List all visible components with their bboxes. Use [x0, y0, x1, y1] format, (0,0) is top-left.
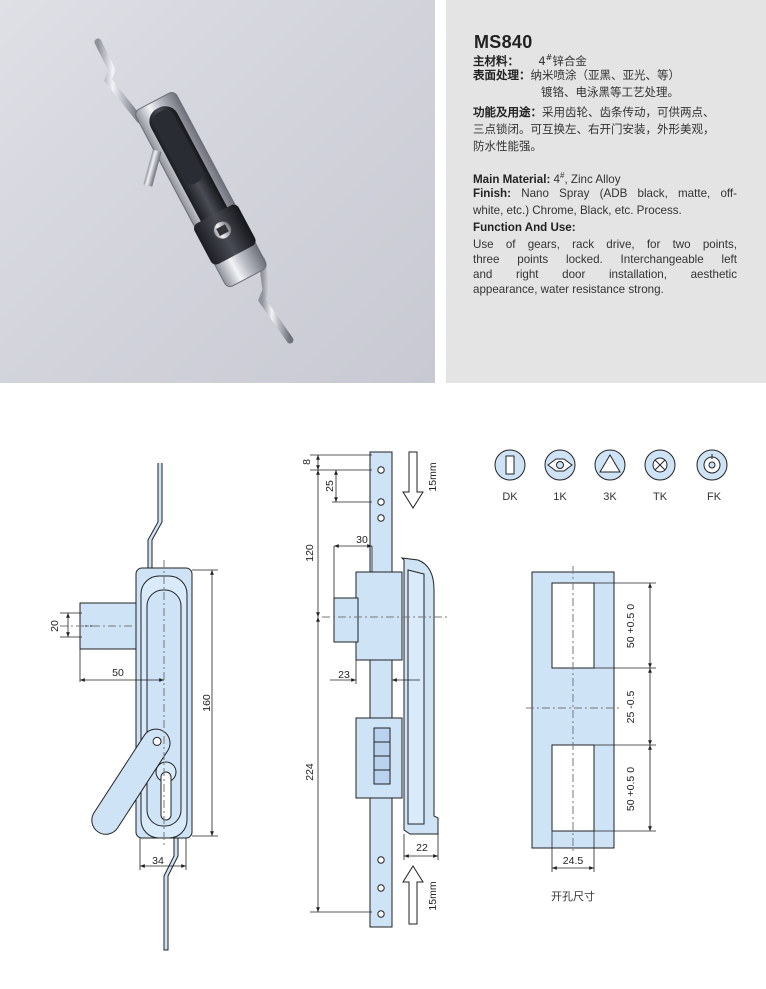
- round-key-icon: [696, 449, 728, 481]
- key-type-label-tk: TK: [653, 491, 668, 503]
- en-function-label: Function And Use:: [473, 220, 737, 236]
- en-function-line4: appearance, water resistance strong.: [473, 283, 664, 296]
- drawing-canvas: 20 50 160 34: [49, 449, 728, 951]
- cn-material-label: 主材料：: [473, 53, 519, 68]
- dim-30: 30: [356, 534, 368, 546]
- en-material-num: 4: [553, 172, 560, 186]
- travel-top-label: 15mm: [427, 462, 439, 491]
- dim-34: 34: [152, 855, 164, 867]
- key-types: [494, 449, 728, 481]
- en-function-line3: and right door installation, aesthetic: [473, 268, 737, 281]
- key-type-label-3k: 3K: [603, 491, 617, 503]
- cn-material-num: 4: [538, 53, 546, 68]
- travel-arrow-down-icon: [402, 451, 424, 509]
- cn-material-sup: #: [545, 53, 553, 62]
- side-view-dimensions: [310, 454, 439, 913]
- dim-20: 20: [49, 620, 61, 632]
- technical-drawings: 20 50 160 34: [0, 383, 766, 985]
- front-view-dimensions: [60, 569, 218, 870]
- side-view: [322, 451, 450, 928]
- front-view: [60, 463, 193, 951]
- cutout-gap-label: 25 -0.5: [625, 690, 637, 723]
- en-finish-line2: white, etc.) Chrome, Black, etc. Process…: [473, 204, 682, 217]
- dim-23: 23: [338, 669, 350, 681]
- key-type-label-1k: 1K: [553, 491, 567, 503]
- slot-key-icon: [494, 449, 526, 481]
- cutout-slot-bottom-label: 50 +0.5 0: [625, 767, 637, 811]
- dim-224: 224: [304, 763, 316, 781]
- key-type-label-fk: FK: [707, 491, 722, 503]
- cutout-slot-top-tol: +0.5 0: [625, 604, 637, 634]
- cn-function-line3: 防水性能强。: [473, 139, 542, 153]
- cutout-gap-tol: -0.5: [625, 690, 637, 708]
- cn-finish-text1: 纳米喷涂（亚黑、亚光、等）: [530, 68, 681, 82]
- cn-finish-line1: 表面处理：纳米喷涂（亚黑、亚光、等）: [473, 66, 680, 84]
- cutout-slot-bottom-tol: +0.5 0: [625, 767, 637, 797]
- en-finish-text1: Nano Spray (ADB black, matte, off-: [521, 187, 737, 200]
- lock-photo-illustration: [94, 38, 294, 344]
- dim-25: 25: [324, 480, 336, 492]
- cn-material-value: 锌合金: [552, 53, 587, 68]
- en-material-line: Main Material: 4#, Zinc Alloy: [473, 168, 737, 187]
- cutout-dimensions: [551, 582, 656, 872]
- dim-22: 22: [416, 842, 428, 854]
- en-material-sup: #: [560, 171, 565, 180]
- triangle-key-icon: [594, 449, 626, 481]
- cn-material-line: 主材料： 4#锌合金: [473, 49, 587, 70]
- cn-function-line2: 三点锁闭。可互换左、右开门安装，外形美观，: [473, 122, 715, 136]
- single-blade-key-icon: [544, 449, 576, 481]
- cutout-gap-value: 25: [625, 712, 637, 724]
- dim-120: 120: [304, 544, 316, 562]
- cutout-title: 开孔尺寸: [551, 889, 595, 903]
- key-type-label-dk: DK: [502, 491, 518, 503]
- en-material-value: , Zinc Alloy: [564, 172, 621, 186]
- specification-panel: MS840 主材料： 4#锌合金 表面处理：纳米喷涂（亚黑、亚光、等） 镀铬、电…: [446, 0, 766, 383]
- en-material-label: Main Material:: [473, 172, 551, 186]
- cn-finish-line2: 镀铬、电泳黑等工艺处理。: [541, 85, 679, 99]
- en-function-line1: Use of gears, rack drive, for two points…: [473, 238, 737, 251]
- cn-function-label: 功能及用途：: [473, 105, 542, 119]
- cn-function-line1: 功能及用途：采用齿轮、齿条传动，可供两点、: [473, 103, 715, 121]
- travel-arrow-up-icon: [402, 865, 424, 925]
- cutout-diagram: [526, 566, 620, 854]
- cutout-width-label: 24.5: [563, 855, 584, 867]
- en-function-line2: three points locked. Interchangeable lef…: [473, 253, 737, 266]
- cn-finish-label: 表面处理：: [473, 68, 531, 82]
- cutout-slot-top-label: 50 +0.5 0: [625, 604, 637, 648]
- en-function-heading: Function And Use:: [473, 221, 576, 234]
- en-finish-label: Finish:: [473, 187, 511, 200]
- dim-50: 50: [112, 667, 124, 679]
- cutout-slot-top-value: 50: [625, 636, 637, 648]
- dim-8: 8: [301, 459, 313, 465]
- model-number: MS840: [474, 32, 533, 52]
- travel-bottom-label: 15mm: [427, 881, 439, 910]
- cross-key-icon: [644, 449, 676, 481]
- product-photo: [0, 0, 435, 383]
- dim-160: 160: [201, 694, 213, 712]
- cutout-slot-bottom-value: 50: [625, 799, 637, 811]
- cn-function-text1: 采用齿轮、齿条传动，可供两点、: [542, 105, 715, 119]
- en-finish-line1: Finish: Nano Spray (ADB black, matte, of…: [473, 186, 737, 202]
